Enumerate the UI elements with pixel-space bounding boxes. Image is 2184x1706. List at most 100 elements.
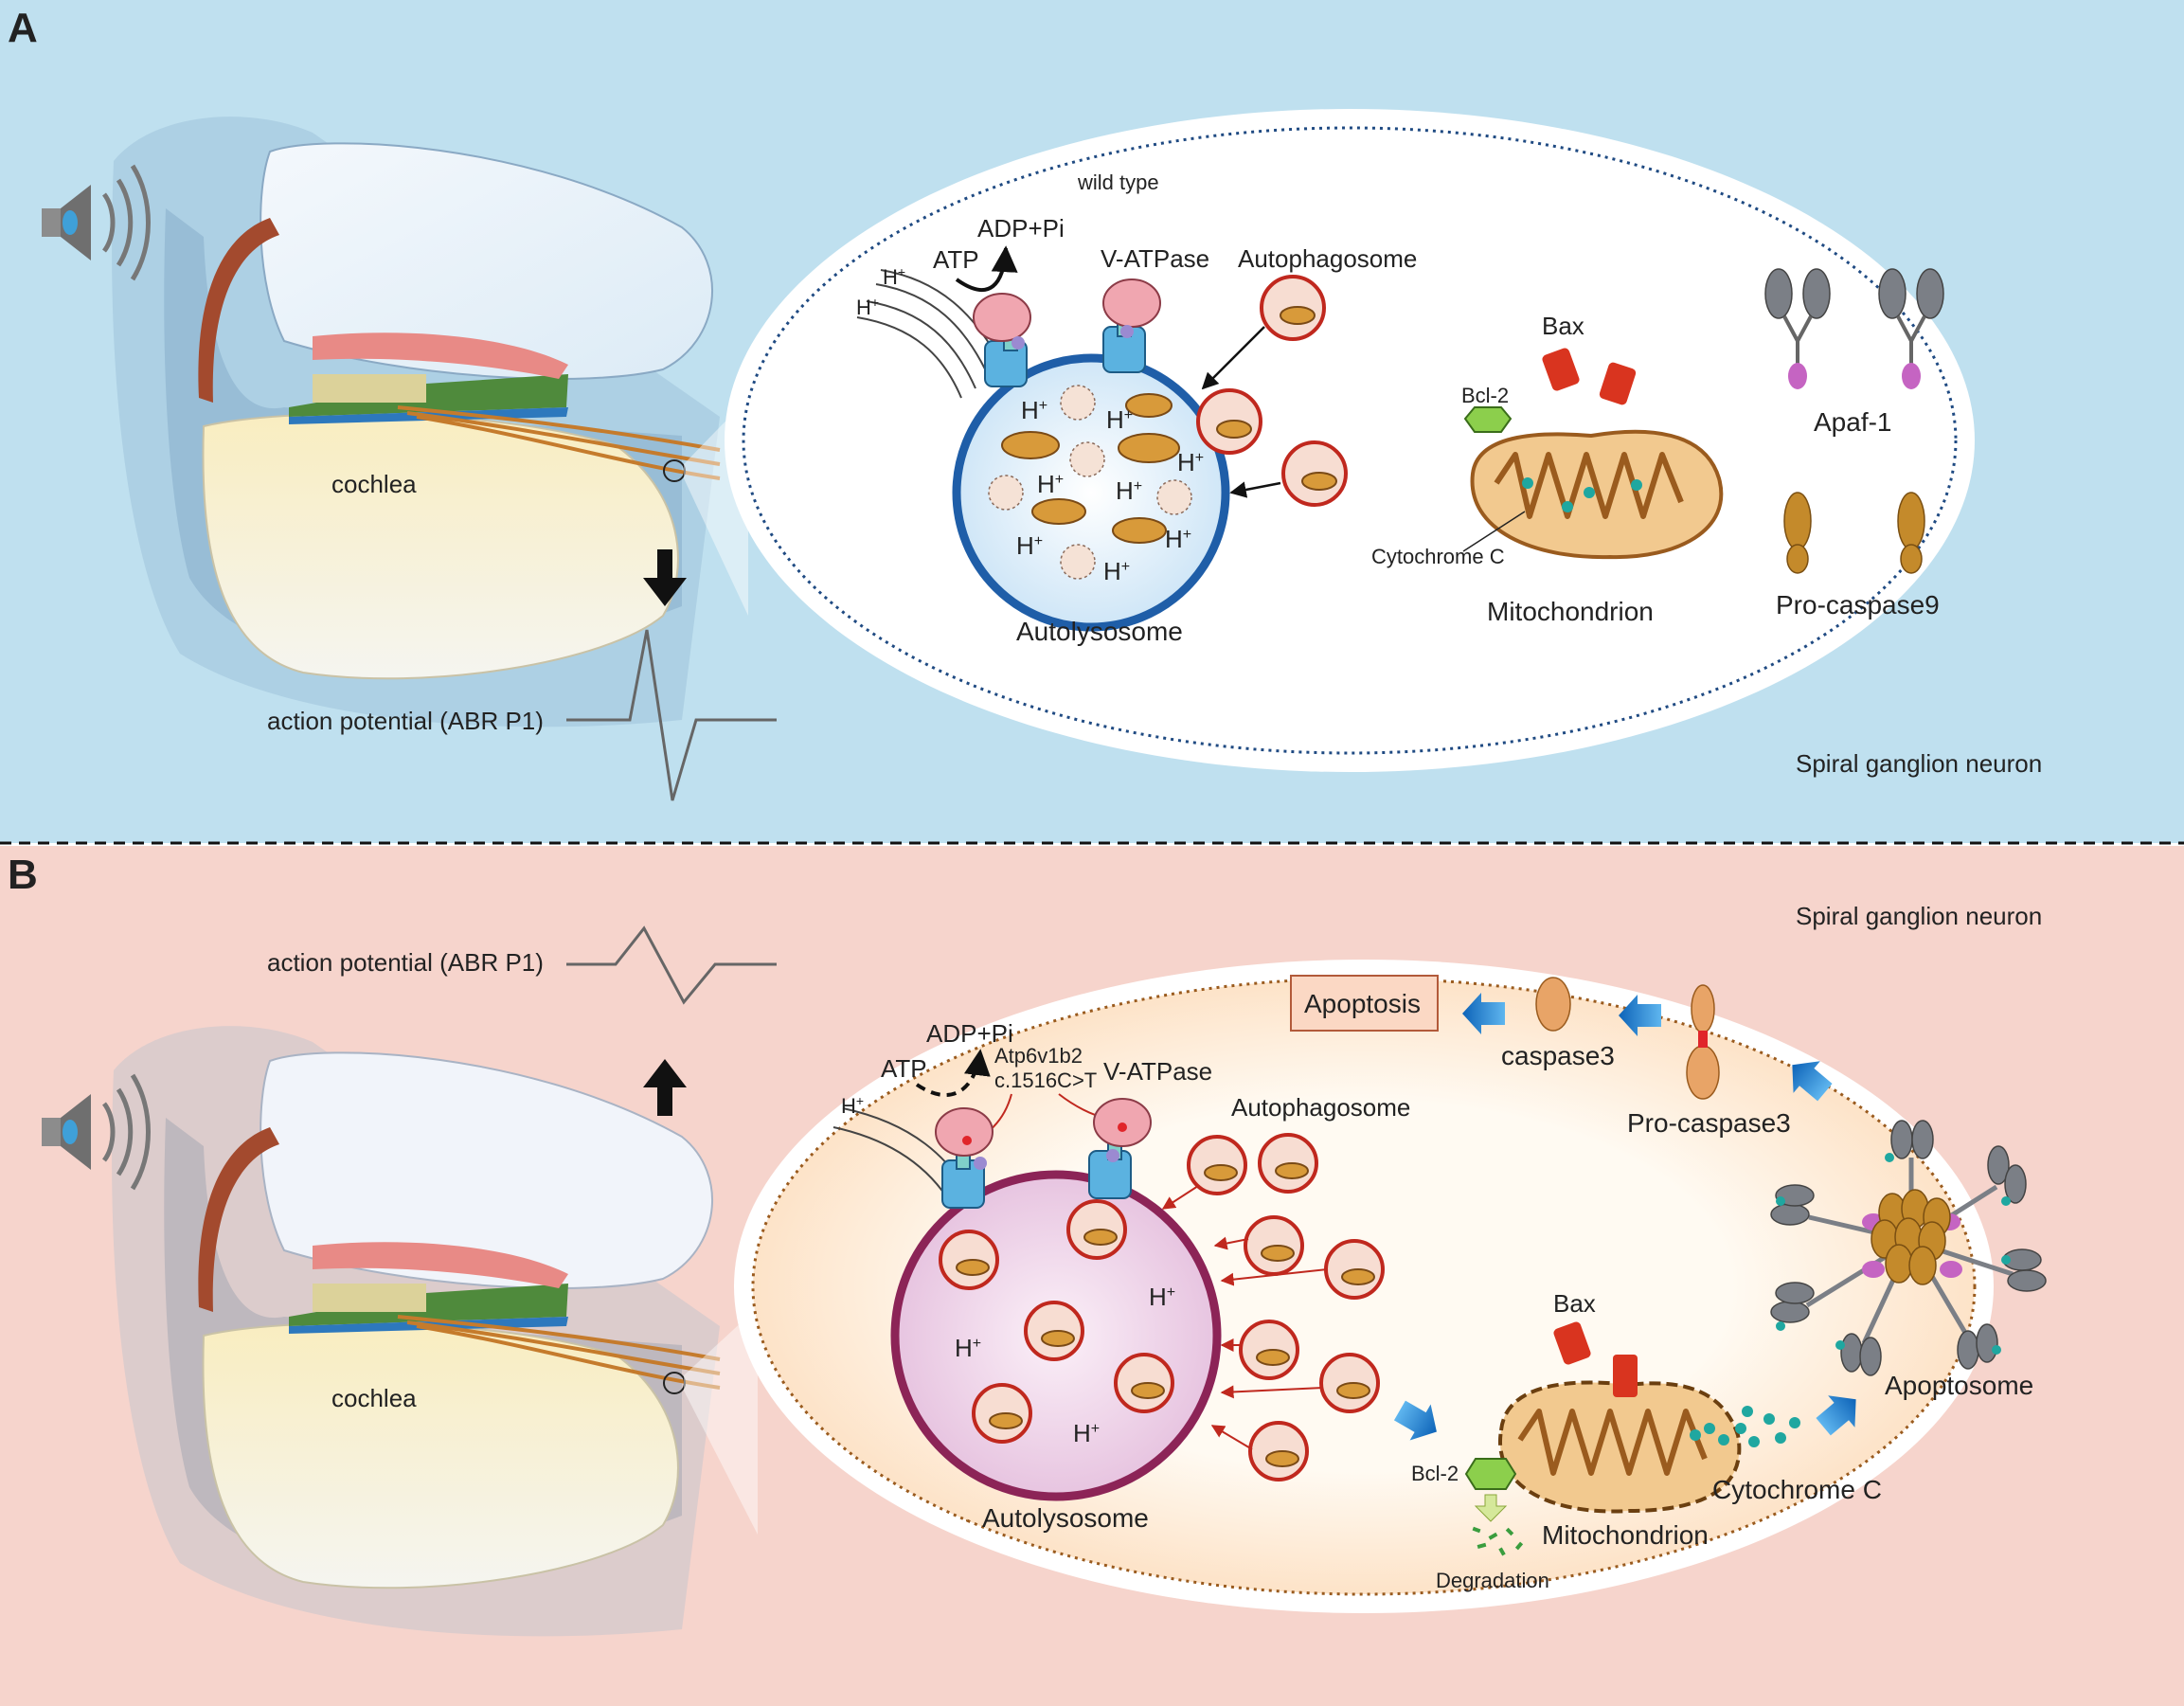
svg-text:H+: H+ [1103,557,1130,585]
atp-label-b: ATP [881,1054,927,1083]
procaspase3-label: Pro-caspase3 [1627,1108,1791,1138]
scala-tympani-b [202,1321,679,1589]
up-arrow-b [643,1059,687,1116]
svg-text:H+: H+ [955,1334,981,1362]
svg-text:H+: H+ [1037,470,1064,498]
cytochrome-c-label-a: Cytochrome C [1371,545,1505,568]
mitochondrion-cristae-b [1517,1409,1708,1476]
atp-hydrolysis-arrow-a [955,245,1018,292]
caspase3 [1535,977,1571,1032]
mitochondrion-label-b: Mitochondrion [1542,1520,1709,1550]
cochlea-illustration-b: cochlea [112,1026,758,1637]
vatpase-label-a: V-ATPase [1101,244,1209,273]
mitochondrion-label-a: Mitochondrion [1487,597,1654,626]
bcl2-label-b: Bcl-2 [1411,1462,1459,1485]
adp-label-a: ADP+Pi [977,214,1065,242]
bcl2-a [1463,406,1513,433]
vatpase-pump-b1 [935,1107,994,1209]
svg-text:H+: H+ [1116,476,1142,505]
svg-text:H+: H+ [1165,525,1191,553]
degradation-arrow-b [1474,1494,1508,1522]
action-potential-trace-b [566,925,777,1005]
degradation-fragments-b [1472,1526,1524,1556]
bcl2-label-a: Bcl-2 [1461,384,1509,407]
fusion-arrows-b [1161,1185,1329,1450]
apoptosome [1770,1120,2047,1376]
bax-b1 [1553,1321,1591,1365]
procaspase9-a1 [1783,492,1812,574]
scala-vestibuli-b [260,1051,713,1289]
undigested-autophagosomes-b [939,1199,1174,1444]
down-arrow-a [643,549,687,606]
bax-a1 [1542,348,1580,391]
cell-label-a: Spiral ganglion neuron [1796,749,2042,778]
cochlea-label-b: cochlea [331,1384,417,1412]
cell-label-b: Spiral ganglion neuron [1796,902,2042,930]
autolysosome-label-a: Autolysosome [1016,617,1183,646]
scala-vestibuli-a [260,142,713,380]
zoom-cone-b [684,1307,758,1535]
svg-text:H+: H+ [1021,396,1047,424]
procaspase9-a2 [1897,492,1925,574]
atp-label-a: ATP [933,245,979,274]
mitochondrion-cristae-a [1494,452,1684,519]
panel-b: B cochlea [0,846,2184,1706]
procaspase9-label: Pro-caspase9 [1776,590,1940,620]
bax-pore-b [1613,1355,1638,1397]
autolysosome-a [952,353,1230,632]
autophagosome-label-b: Autophagosome [1231,1093,1410,1122]
organ-of-corti-a [289,332,568,424]
lysosome-protons-b: H+ H+ H+ [955,1283,1175,1447]
ganglion-highlight-b [663,1372,686,1394]
svg-text:H+: H+ [1073,1419,1100,1447]
atp-hydrolysis-arrow-b [915,1049,991,1097]
apoptosis-label: Apoptosis [1304,989,1421,1018]
svg-text:H+: H+ [1016,531,1043,560]
action-potential-label-a: action potential (ABR P1) [267,707,544,735]
degradation-label: Degradation [1436,1569,1549,1592]
cochlea-label-a: cochlea [331,470,417,498]
vatpase-pump-a2 [1102,278,1161,373]
apaf1-label: Apaf-1 [1814,407,1892,437]
vatpase-pump-a1 [973,293,1031,387]
cell-a [725,109,1975,772]
apaf1-a1 [1764,268,1831,389]
condition-label: wild type [1077,171,1159,194]
nerve-fibers-b [397,1315,721,1390]
bcl2-b [1464,1458,1517,1490]
action-potential-trace-a [566,629,777,801]
released-cytochrome-c-b [1690,1406,1800,1447]
scala-tympani-a [202,412,679,680]
apoptosome-label: Apoptosome [1885,1371,2033,1400]
apoptosis-box [1290,975,1439,1032]
cell-a-membrane [742,126,1958,755]
panel-b-letter: B [8,852,38,898]
proton-label-b: H+ [841,1093,864,1118]
stria-a [198,218,279,403]
cytochrome-c-dots-a [1522,477,1642,512]
procaspase3 [1686,984,1720,1100]
cochlea-illustration-a: cochlea [112,117,748,727]
lysosome-contents-a [988,385,1192,580]
pathway-arrows-b [1393,993,1856,1441]
autolysosome-label-b: Autolysosome [982,1503,1149,1533]
proton-label-a2: H+ [856,295,879,319]
apaf1-a2 [1878,268,1944,389]
svg-text:H+: H+ [1177,448,1204,476]
autophagosome-label-a: Autophagosome [1238,244,1417,273]
panel-a-letter: A [8,5,38,51]
ganglion-highlight-a [663,459,686,482]
bax-a2 [1599,362,1637,405]
nerve-fibers-a [397,405,721,480]
adp-label-b: ADP+Pi [926,1019,1013,1048]
speaker-icon [42,164,151,281]
action-potential-label-b: action potential (ABR P1) [267,948,544,977]
autophagy-arrow-a1 [1201,326,1265,390]
autophagosomes-a [1196,275,1348,507]
bax-label-a: Bax [1542,312,1584,340]
bax-label-b: Bax [1553,1289,1596,1318]
panel-a: A cochlea [0,0,2184,843]
vatpase-pump-b2 [1088,1098,1152,1199]
caspase3-label: caspase3 [1501,1041,1615,1070]
